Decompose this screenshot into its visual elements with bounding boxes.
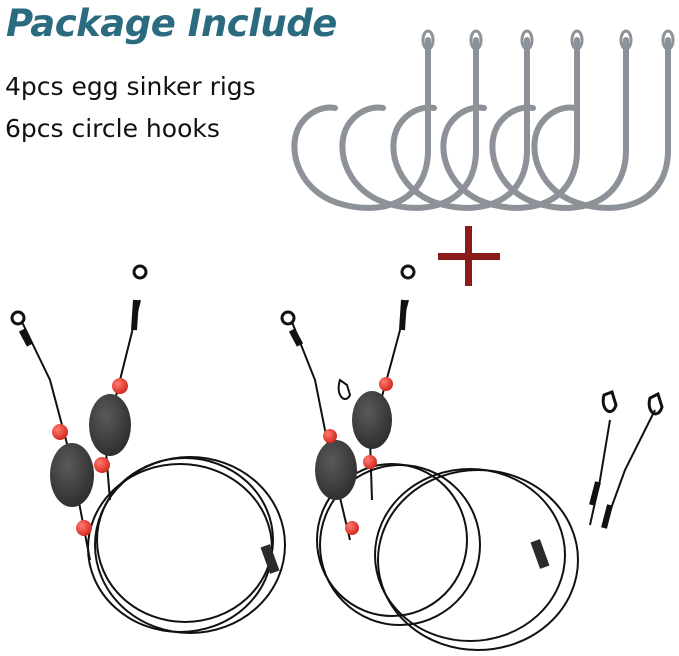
circle-hook-1	[291, 29, 435, 211]
beads-middle	[323, 377, 393, 535]
sinker-middle-1	[315, 440, 357, 500]
item-egg-sinker-rigs: 4pcs egg sinker rigs	[5, 72, 256, 101]
circle-hook-6	[531, 29, 675, 211]
circle-hook-4	[440, 29, 584, 211]
egg-sinker-rig-middle	[280, 264, 550, 626]
beads-left	[52, 378, 128, 536]
circle-hook-2	[339, 29, 483, 211]
plus-icon	[438, 226, 500, 286]
circle-hook-3	[390, 29, 534, 211]
item-circle-hooks: 6pcs circle hooks	[5, 114, 220, 143]
egg-sinker-rig-left	[10, 264, 286, 634]
leader-loop-right	[374, 390, 664, 651]
circle-hooks-group	[291, 29, 675, 211]
sinker-left-1	[50, 443, 94, 507]
package-title: Package Include	[6, 2, 337, 45]
sinker-middle-2	[352, 391, 392, 449]
sinker-left-2	[89, 394, 131, 456]
circle-hook-5	[489, 29, 633, 211]
